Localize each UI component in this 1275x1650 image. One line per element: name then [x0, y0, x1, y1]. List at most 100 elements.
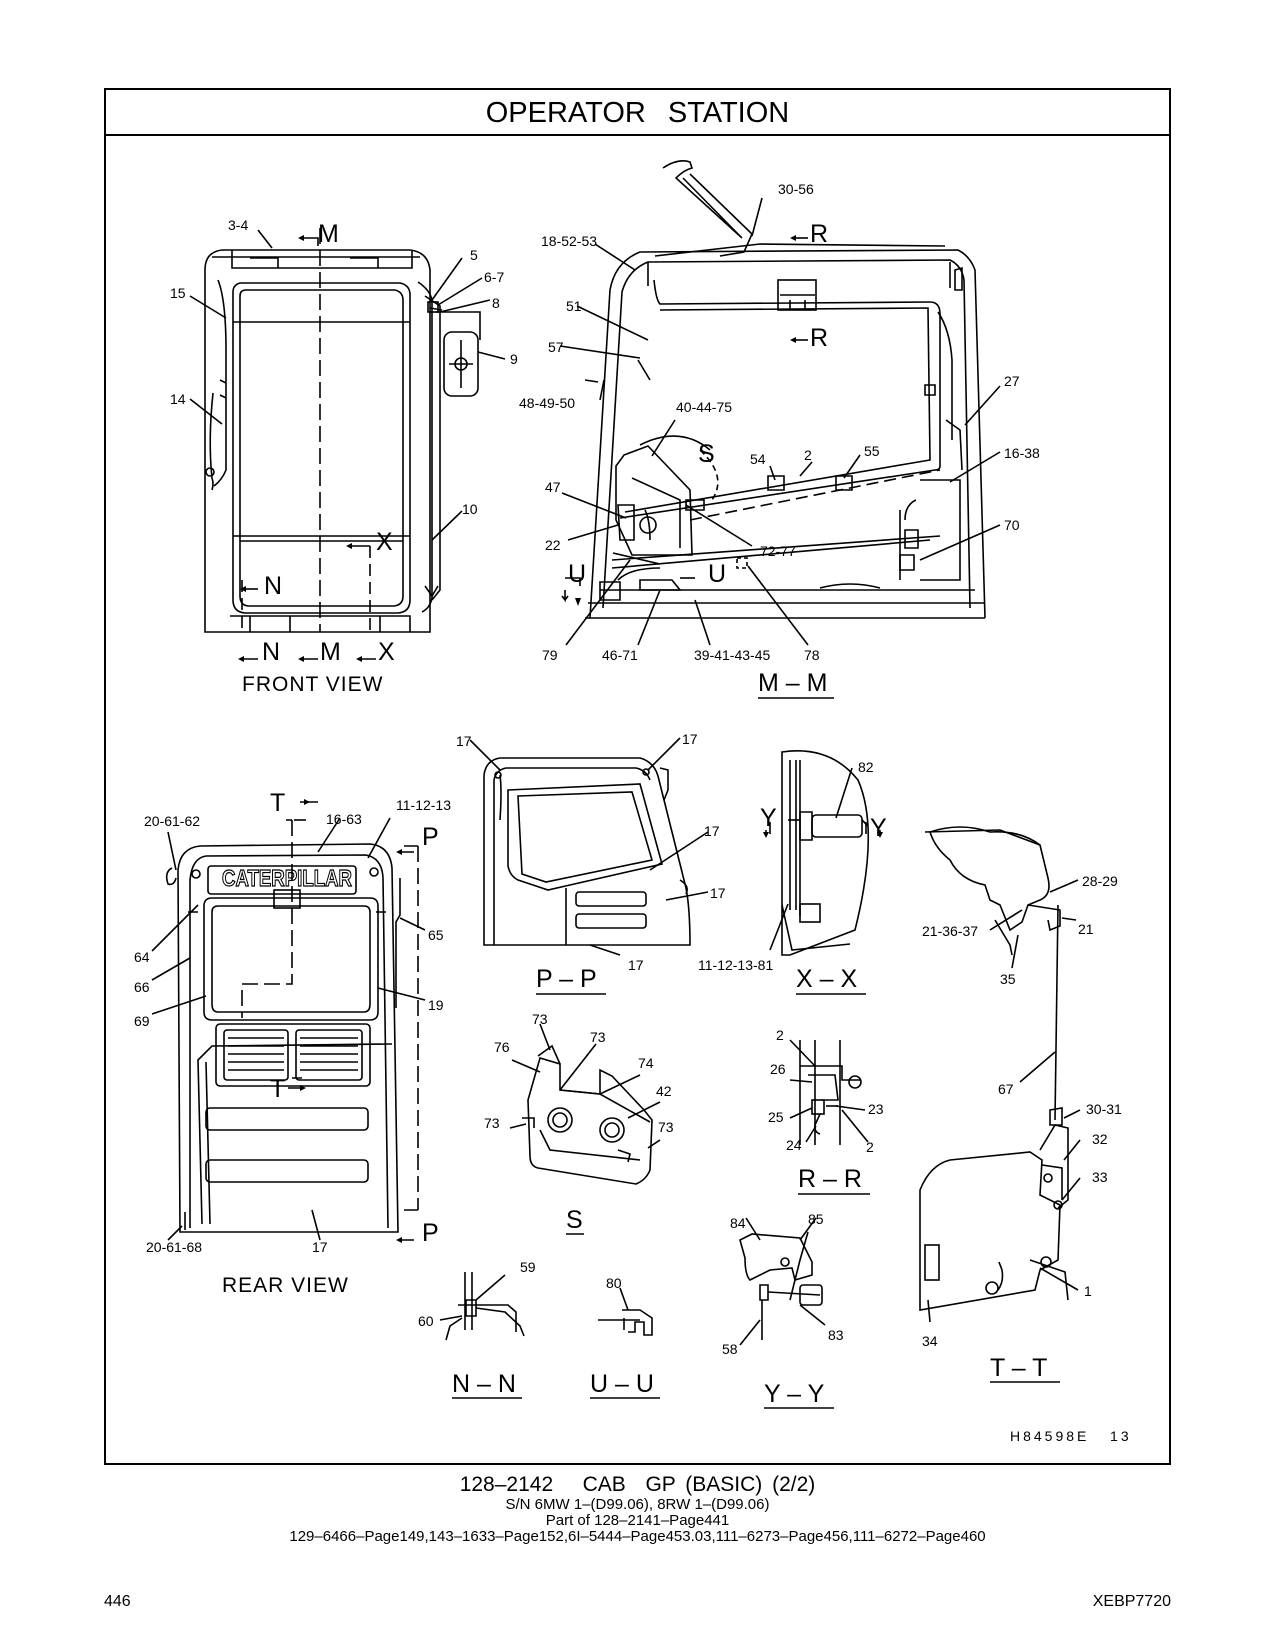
callout-17-d: 17	[710, 885, 726, 901]
section-yy-drawing	[739, 1217, 826, 1346]
callout-16-63: 16-63	[326, 811, 362, 827]
callout-17-e: 17	[628, 957, 644, 973]
callout-2-mm: 2	[804, 447, 812, 463]
callout-1: 1	[1084, 1283, 1092, 1299]
callout-48-49-50: 48-49-50	[519, 395, 575, 411]
callout-47: 47	[545, 479, 561, 495]
callout-74: 74	[638, 1055, 654, 1071]
section-uu-drawing	[598, 1287, 653, 1336]
section-letter-n-top: N	[264, 572, 282, 600]
callout-59: 59	[520, 1259, 536, 1275]
section-letter-u-left: U	[568, 560, 586, 588]
callout-27: 27	[1004, 373, 1020, 389]
section-letter-x-top: X	[376, 528, 393, 556]
callout-8: 8	[492, 295, 500, 311]
callout-20-61-68: 20-61-68	[146, 1239, 202, 1255]
callout-69: 69	[134, 1013, 150, 1029]
diagram-frame: OPERATOR STATION	[104, 88, 1171, 1465]
callout-42: 42	[656, 1083, 672, 1099]
section-tt-drawing	[919, 826, 1081, 1323]
view-title-uu: U – U	[590, 1370, 654, 1398]
callout-54: 54	[750, 451, 766, 467]
section-xx-drawing	[769, 750, 870, 956]
callout-34: 34	[922, 1333, 938, 1349]
caption-part-of: Part of 128–2141–Page441	[545, 1512, 730, 1529]
view-title-underlines	[452, 697, 1060, 1409]
callout-35: 35	[1000, 971, 1016, 987]
callout-17-rear: 17	[312, 1239, 328, 1255]
callout-66: 66	[134, 979, 150, 995]
callout-64: 64	[134, 949, 150, 965]
section-letter-p-top: P	[422, 823, 439, 851]
section-s-drawing	[509, 1023, 661, 1185]
view-title-s: S	[566, 1206, 583, 1234]
callout-21-36-37: 21-36-37	[922, 923, 978, 939]
caption-serials: S/N 6MW 1–(D99.06), 8RW 1–(D99.06)	[505, 1496, 770, 1513]
section-letter-r-bottom: R	[810, 324, 828, 352]
callout-21: 21	[1078, 921, 1094, 937]
section-pp-drawing	[469, 737, 709, 956]
callout-51: 51	[566, 298, 582, 314]
caterpillar-logo: CATERPILLAR	[222, 865, 352, 891]
callout-85: 85	[808, 1211, 824, 1227]
callout-23: 23	[868, 1101, 884, 1117]
callout-70: 70	[1004, 517, 1020, 533]
section-mm-drawing	[559, 160, 1001, 646]
callout-33: 33	[1092, 1169, 1108, 1185]
callout-26: 26	[770, 1061, 786, 1077]
callout-67: 67	[998, 1081, 1014, 1097]
callout-76: 76	[494, 1039, 510, 1055]
callout-65: 65	[428, 927, 444, 943]
callout-22: 22	[545, 537, 561, 553]
page-number: 446	[104, 1593, 131, 1610]
callout-20-61-62: 20-61-62	[144, 813, 200, 829]
callout-15: 15	[170, 285, 186, 301]
callout-46-71: 46-71	[602, 647, 638, 663]
callout-14: 14	[170, 391, 186, 407]
callout-3-4: 3-4	[228, 217, 248, 233]
section-letter-u-right: U	[708, 560, 726, 588]
callout-84: 84	[730, 1215, 746, 1231]
view-title-rear: REAR VIEW	[222, 1274, 349, 1297]
callout-80: 80	[606, 1275, 622, 1291]
callout-9: 9	[510, 351, 518, 367]
callout-72-77: 72-77	[760, 543, 796, 559]
section-letter-s: S	[698, 440, 715, 468]
section-letter-m-top: M	[318, 220, 339, 248]
callout-78: 78	[804, 647, 820, 663]
callout-18-52-53: 18-52-53	[541, 233, 597, 249]
view-title-nn: N – N	[452, 1370, 516, 1398]
callout-73-d: 73	[658, 1119, 674, 1135]
callout-40-44-75: 40-44-75	[676, 399, 732, 415]
section-letter-t-bottom: T	[270, 1075, 285, 1103]
view-title-mm: M – M	[758, 669, 827, 697]
section-letter-n-bottom: N	[262, 638, 280, 666]
callout-79: 79	[542, 647, 558, 663]
callout-30-56: 30-56	[778, 181, 814, 197]
section-letter-y-left: Y	[760, 804, 777, 832]
front-view-drawing	[189, 228, 506, 633]
section-letter-p-bottom: P	[422, 1219, 439, 1247]
view-title-yy: Y – Y	[764, 1380, 825, 1408]
callout-39-41-43-45: 39-41-43-45	[694, 647, 770, 663]
page-title: OPERATOR STATION	[106, 90, 1169, 136]
callout-6-7: 6-7	[484, 269, 504, 285]
arrowheads	[238, 235, 883, 1243]
view-title-pp: P – P	[536, 965, 597, 993]
document-number: XEBP7720	[1092, 1593, 1171, 1610]
callout-2-rr-b: 2	[866, 1139, 874, 1155]
callout-83: 83	[828, 1327, 844, 1343]
rear-view-drawing	[151, 817, 426, 1241]
caption-references: 129–6466–Page149,143–1633–Page152,6I–544…	[289, 1528, 986, 1545]
callout-2-rr-a: 2	[776, 1027, 784, 1043]
section-rr-drawing	[789, 1039, 869, 1145]
caption-title: 128–2142 CAB GP (BASIC) (2/2)	[459, 1473, 816, 1496]
callout-73-b: 73	[590, 1029, 606, 1045]
callout-73-c: 73	[484, 1115, 500, 1131]
callout-24: 24	[786, 1137, 802, 1153]
callout-17-b: 17	[682, 731, 698, 747]
callout-19: 19	[428, 997, 444, 1013]
callout-17-c: 17	[704, 823, 720, 839]
callout-5: 5	[470, 247, 478, 263]
